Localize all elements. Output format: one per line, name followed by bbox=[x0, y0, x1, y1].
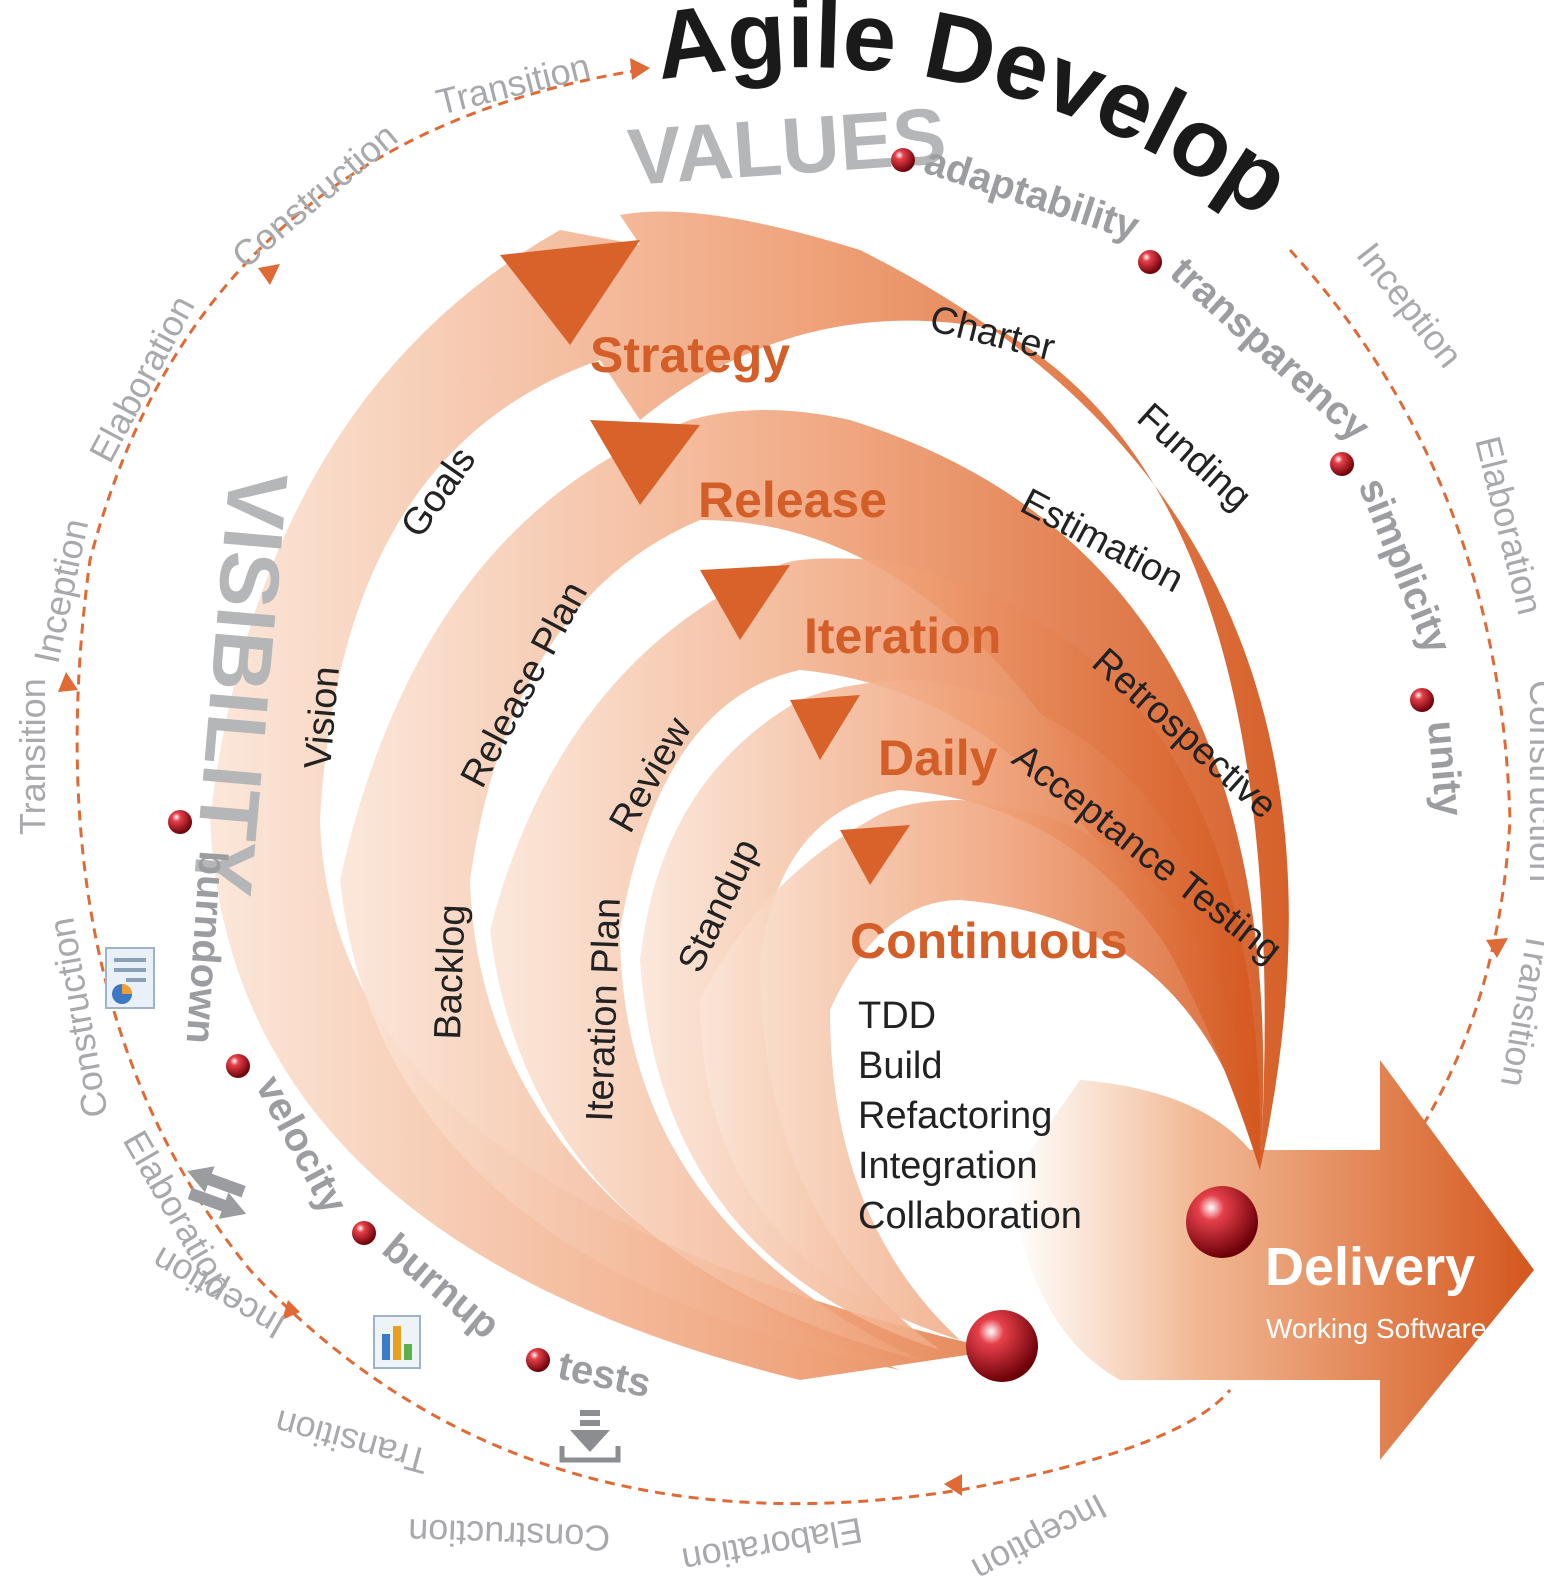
cycle-arrowhead bbox=[630, 58, 650, 80]
phase-elaboration: Elaboration bbox=[679, 1510, 865, 1578]
cycle-arrowhead bbox=[944, 1474, 962, 1496]
origin-ball-icon bbox=[966, 1310, 1038, 1382]
level-daily: Daily bbox=[878, 730, 998, 786]
cycle-arrowhead bbox=[258, 264, 280, 285]
values-bullet-icon bbox=[1138, 250, 1162, 274]
delivery-sublabel: Working Software bbox=[1266, 1313, 1486, 1344]
phase-transition: Transition bbox=[1493, 929, 1544, 1090]
activity-iteration-plan: Iteration Plan bbox=[579, 897, 629, 1122]
delivery-ball-icon bbox=[1186, 1186, 1258, 1258]
phase-transition: Transition bbox=[271, 1402, 433, 1482]
bar-chart-icon bbox=[373, 1315, 421, 1369]
practice-collaboration: Collaboration bbox=[858, 1195, 1082, 1237]
phase-transition: Transition bbox=[12, 678, 53, 835]
practice-refactoring: Refactoring bbox=[858, 1095, 1052, 1137]
level-strategy: Strategy bbox=[590, 327, 790, 383]
values-bullet-icon bbox=[891, 148, 915, 172]
level-continuous: Continuous bbox=[850, 913, 1128, 969]
cycle-arrowhead bbox=[282, 1300, 300, 1320]
level-iteration: Iteration bbox=[804, 608, 1001, 664]
phase-construction: Construction bbox=[224, 115, 405, 276]
visibility-bullet-icon bbox=[226, 1054, 250, 1078]
visibility-bullet-icon bbox=[352, 1221, 376, 1245]
activity-funding: Funding bbox=[1129, 395, 1259, 518]
visibility-bullet-icon bbox=[168, 810, 192, 834]
phase-construction: Construction bbox=[40, 915, 115, 1121]
phase-construction: Construction bbox=[1522, 680, 1544, 882]
phase-inception: Inception bbox=[965, 1486, 1113, 1578]
delivery-arrow bbox=[1010, 1060, 1534, 1460]
phase-construction: Construction bbox=[407, 1511, 610, 1559]
cycle-arrowhead bbox=[58, 672, 78, 692]
practice-build: Build bbox=[858, 1045, 943, 1087]
download-tray-icon bbox=[559, 1410, 621, 1463]
practice-integration: Integration bbox=[858, 1145, 1038, 1187]
values-bullet-icon bbox=[1410, 688, 1434, 712]
level-release: Release bbox=[698, 472, 887, 528]
activity-charter: Charter bbox=[926, 298, 1059, 369]
delivery-label: Delivery bbox=[1265, 1237, 1475, 1297]
cycle-arrowhead bbox=[1486, 938, 1508, 958]
strategy-arrow bbox=[210, 211, 1289, 1380]
report-pie-icon bbox=[105, 947, 155, 1009]
continuous-arrow bbox=[700, 800, 1260, 1340]
values-bullet-icon bbox=[1330, 452, 1354, 476]
visibility-bullet-icon bbox=[526, 1348, 550, 1372]
swap-arrows-icon bbox=[187, 1166, 247, 1219]
values-heading: VALUES bbox=[625, 91, 949, 202]
activity-vision: Vision bbox=[297, 665, 348, 771]
phase-inception: Inception bbox=[1349, 235, 1471, 375]
phase-transition: Transition bbox=[432, 45, 594, 123]
value-unity: unity bbox=[1419, 719, 1471, 819]
metric-tests: tests bbox=[554, 1344, 654, 1406]
activity-backlog: Backlog bbox=[427, 904, 474, 1041]
value-simplicity: simplicity bbox=[1350, 472, 1460, 660]
practice-tdd: TDD bbox=[858, 995, 936, 1037]
value-transparency: transparency bbox=[1162, 249, 1379, 450]
phase-elaboration: Elaboration bbox=[81, 289, 203, 469]
